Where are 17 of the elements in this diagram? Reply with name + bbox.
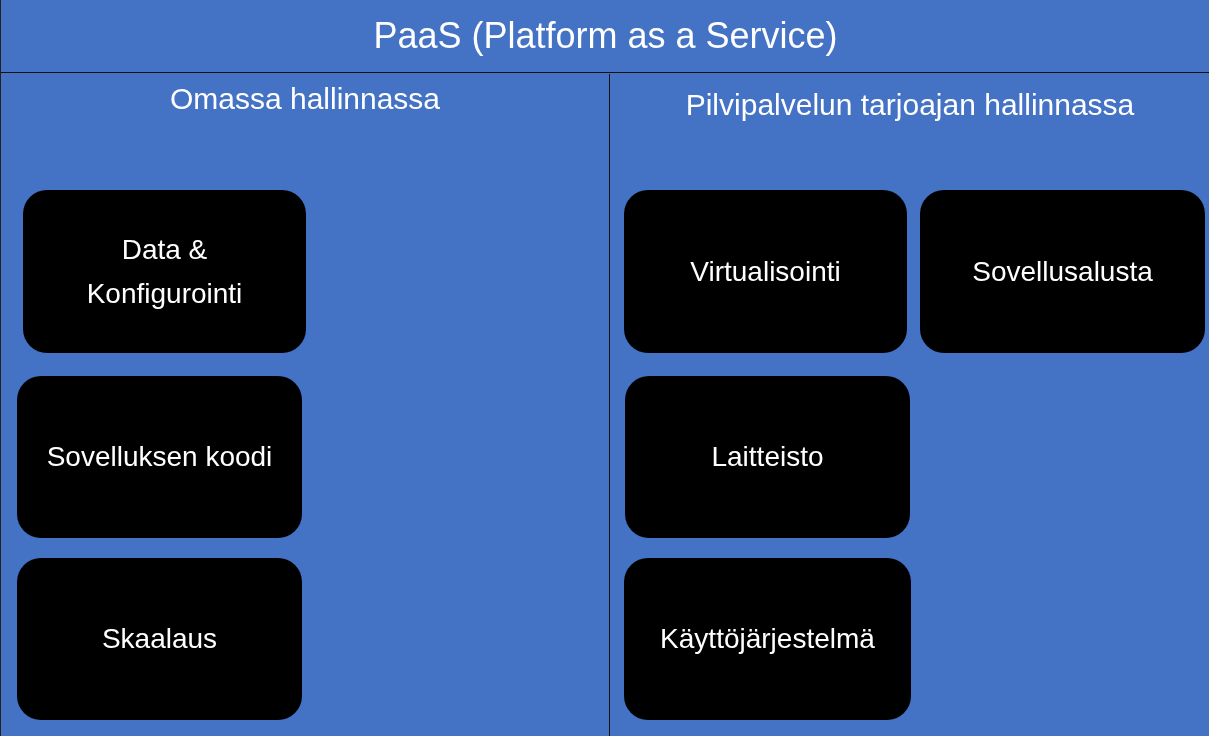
- section-heading: Omassa hallinnassa: [168, 82, 442, 116]
- rounded-box: [624, 190, 907, 353]
- section-heading: Pilvipalvelun tarjoajan hallinnassa: [684, 88, 1136, 122]
- box-label: Virtualisointi: [690, 254, 841, 289]
- rounded-box: [23, 190, 306, 353]
- box-label: Laitteisto: [711, 440, 824, 474]
- rounded-box: [625, 376, 910, 538]
- box-label: Sovellusalusta: [972, 254, 1153, 289]
- rounded-box: [17, 558, 302, 720]
- box-label: Data & Konfigurointi: [85, 232, 244, 311]
- title: PaaS (Platform as a Service): [373, 15, 838, 57]
- rounded-box: [17, 376, 302, 538]
- box-label: Skaalaus: [101, 622, 218, 656]
- box-label: Sovelluksen koodi: [46, 440, 273, 474]
- rounded-box: [920, 190, 1205, 353]
- box-label: Käyttöjärjestelmä: [660, 622, 875, 656]
- rounded-box: [624, 558, 911, 720]
